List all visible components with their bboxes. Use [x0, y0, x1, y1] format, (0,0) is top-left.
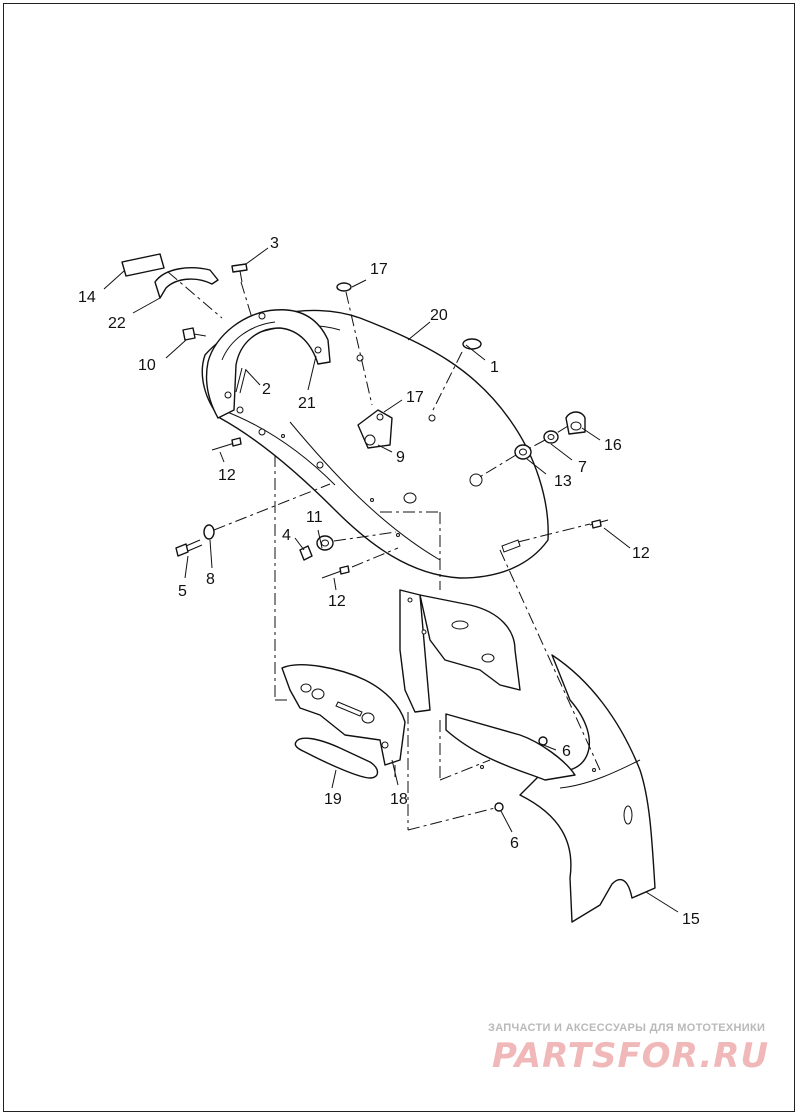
center-mount-bracket-part[interactable]	[399, 589, 521, 713]
grommet-1-part[interactable]	[462, 338, 482, 350]
callout-12-mid: 12	[328, 593, 346, 610]
side-mount-plate-part[interactable]	[281, 664, 406, 766]
callout-8: 8	[206, 571, 215, 588]
callout-21: 21	[298, 395, 316, 412]
callout-13: 13	[554, 473, 572, 490]
grommet-13-part[interactable]	[514, 444, 532, 460]
nut-11-part[interactable]	[316, 535, 334, 551]
assembly-centerlines	[167, 271, 601, 831]
callout-11: 11	[306, 509, 323, 526]
callout-20: 20	[430, 307, 448, 324]
callout-12-left: 12	[218, 467, 236, 484]
washer-8-part[interactable]	[203, 524, 215, 540]
speed-nut-10-part[interactable]	[182, 327, 196, 341]
rivet-12-left-part[interactable]	[211, 437, 242, 451]
callout-18: 18	[390, 791, 408, 808]
callout-17-top: 17	[370, 261, 388, 278]
bolt-4-part[interactable]	[299, 545, 313, 561]
spacer-16-part[interactable]	[565, 411, 586, 435]
callout-4: 4	[282, 527, 291, 544]
fender-support-bracket-part[interactable]	[205, 309, 331, 419]
callout-6-upper: 6	[562, 743, 571, 760]
rivet-12-right-part[interactable]	[589, 519, 609, 529]
callout-14: 14	[78, 289, 96, 306]
callout-22: 22	[108, 315, 126, 332]
callout-7: 7	[578, 459, 587, 476]
callout-10: 10	[138, 357, 156, 374]
callout-labels: 1 2 3 4 5 6 6 7 8 9 10 11 12 12 12 13 14…	[78, 235, 700, 928]
fender-skirt-part[interactable]	[519, 654, 656, 923]
rivet-12-mid-part[interactable]	[321, 565, 350, 579]
nut-6-upper-part[interactable]	[538, 736, 548, 746]
bracket-9-part[interactable]	[357, 409, 393, 449]
screw-2-part[interactable]	[235, 367, 247, 394]
callout-3: 3	[270, 235, 279, 252]
clip-17-top-part[interactable]	[336, 282, 352, 292]
callout-leader-lines	[103, 247, 679, 913]
callout-19: 19	[324, 791, 342, 808]
callout-5: 5	[178, 583, 187, 600]
callout-9: 9	[396, 449, 405, 466]
diagram-frame	[3, 3, 795, 1112]
skirt-trim-panel-part[interactable]	[445, 713, 576, 781]
callout-1: 1	[490, 359, 499, 376]
tail-lamp-lens-part[interactable]	[121, 253, 165, 277]
callout-16: 16	[604, 437, 622, 454]
tail-lamp-housing-part[interactable]	[154, 267, 219, 299]
nut-6-lower-part[interactable]	[494, 802, 504, 812]
callout-2: 2	[262, 381, 271, 398]
callout-15: 15	[682, 911, 700, 928]
bolt-5-part[interactable]	[175, 539, 203, 557]
reflector-strip-part[interactable]	[294, 737, 379, 779]
callout-12-right: 12	[632, 545, 650, 562]
washer-7-part[interactable]	[543, 430, 559, 444]
watermark-logo: PARTSFOR.RU	[492, 1036, 770, 1076]
screw-3-part[interactable]	[231, 263, 248, 283]
callout-17-mid: 17	[406, 389, 424, 406]
watermark-caption: ЗАПЧАСТИ И АКСЕССУАРЫ ДЛЯ МОТОТЕХНИКИ	[488, 1022, 766, 1034]
callout-6-lower: 6	[510, 835, 519, 852]
